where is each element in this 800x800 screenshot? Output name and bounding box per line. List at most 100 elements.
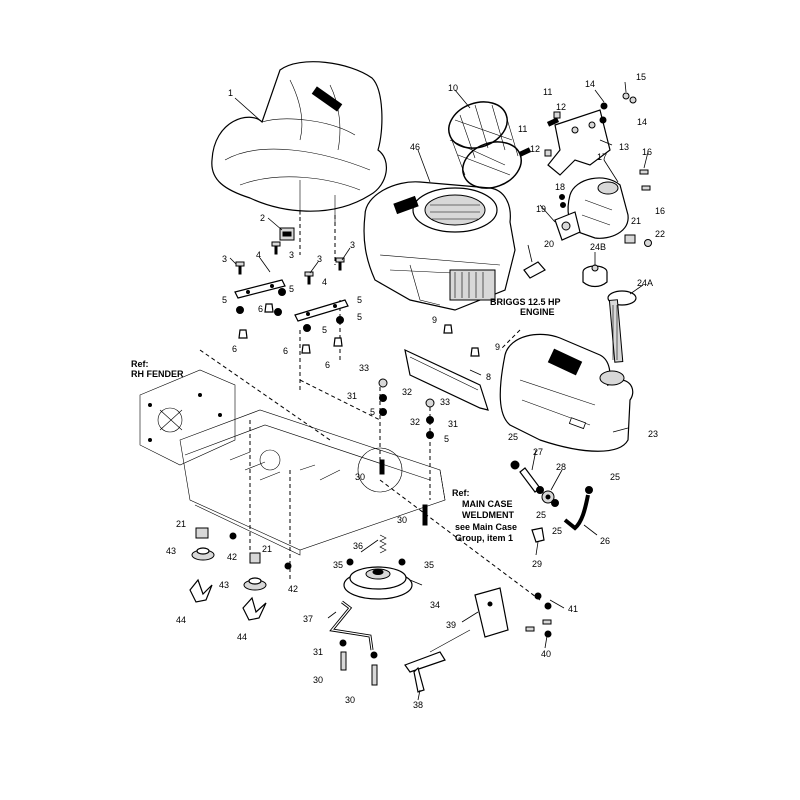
callout-30: 30 (345, 695, 355, 705)
fuel-tank-part (499, 333, 634, 452)
callout-44: 44 (176, 615, 186, 625)
callout-22: 22 (655, 229, 665, 239)
callout-32: 32 (402, 387, 412, 397)
callout-8: 8 (486, 372, 491, 382)
fuel-gauge-part (607, 290, 637, 363)
callout-3: 3 (317, 254, 322, 264)
callout-30: 30 (355, 472, 365, 482)
heat-shield-part (404, 348, 489, 411)
callout-5: 5 (357, 295, 362, 305)
rh-fender-part (139, 369, 236, 466)
callout-29: 29 (532, 559, 542, 569)
spring-part (379, 534, 387, 554)
fuel-line-parts (510, 460, 593, 543)
callout-1: 1 (228, 88, 233, 98)
callout-13: 13 (619, 142, 629, 152)
engine-hardware (518, 92, 652, 279)
callout-33: 33 (440, 397, 450, 407)
engine-note-line2: ENGINE (520, 307, 555, 317)
callout-27: 27 (533, 447, 543, 457)
seat-bracket-left (234, 279, 286, 299)
main-case-note-line4: see Main Case (455, 522, 517, 532)
callout-9: 9 (495, 342, 500, 352)
main-case-note-line1: Ref: (452, 488, 470, 498)
lever-part (404, 629, 471, 693)
callout-43: 43 (219, 580, 229, 590)
callout-5: 5 (222, 295, 227, 305)
callout-30: 30 (313, 675, 323, 685)
bolt-3d (335, 257, 345, 271)
callout-44: 44 (237, 632, 247, 642)
callout-24a: 24A (637, 278, 653, 288)
callout-25: 25 (508, 432, 518, 442)
callout-16: 16 (642, 147, 652, 157)
leader-lines (229, 81, 649, 701)
main-case-weldment-part (179, 409, 446, 556)
engine-guard-part (448, 101, 522, 189)
callout-23: 23 (648, 429, 658, 439)
main-case-note-line3: WELDMENT (462, 510, 514, 520)
callout-12: 12 (556, 102, 566, 112)
callout-3: 3 (289, 250, 294, 260)
callout-14: 14 (585, 79, 595, 89)
fuel-cap-part (582, 264, 608, 288)
callout-37: 37 (303, 614, 313, 624)
callout-38: 38 (413, 700, 423, 710)
callout-41: 41 (568, 604, 578, 614)
bracket-39 (474, 587, 509, 638)
callout-32: 32 (410, 417, 420, 427)
bracket-part (547, 109, 611, 176)
callout-35: 35 (424, 560, 434, 570)
callout-25: 25 (610, 472, 620, 482)
callout-40: 40 (541, 649, 551, 659)
callout-39: 39 (446, 620, 456, 630)
rh-fender-note-line1: Ref: (131, 359, 149, 369)
callout-6: 6 (232, 344, 237, 354)
rh-fender-note: Ref: RH FENDER (131, 359, 184, 379)
callout-36: 36 (353, 541, 363, 551)
callout-5: 5 (370, 407, 375, 417)
callout-33: 33 (359, 363, 369, 373)
rh-fender-note-line2: RH FENDER (131, 369, 184, 379)
callout-9: 9 (432, 315, 437, 325)
callout-5: 5 (322, 325, 327, 335)
bolts-30 (339, 639, 378, 686)
callout-11: 11 (543, 87, 552, 97)
bolt-3a (235, 261, 245, 275)
callout-5: 5 (357, 312, 362, 322)
main-case-note-line2: MAIN CASE (462, 499, 513, 509)
caster-parts (189, 527, 292, 621)
seat-bracket-right (294, 299, 349, 322)
rod-part (329, 600, 374, 651)
callout-31: 31 (313, 647, 323, 657)
callout-35: 35 (333, 560, 343, 570)
callout-numbers: 1 2 3 3 3 3 4 4 5 5 5 5 5 5 5 6 6 6 6 8 … (166, 72, 665, 710)
callout-15: 15 (636, 72, 646, 82)
callout-31: 31 (347, 391, 357, 401)
engine-note-line1: BRIGGS 12.5 HP (490, 297, 561, 307)
callout-34: 34 (430, 600, 440, 610)
callout-21: 21 (176, 519, 186, 529)
callout-10: 10 (448, 83, 458, 93)
callout-21: 21 (631, 216, 641, 226)
callout-5: 5 (289, 284, 294, 294)
bolts-40-41 (525, 592, 552, 638)
callout-16: 16 (655, 206, 665, 216)
hardware-small (236, 288, 480, 526)
callout-3: 3 (222, 254, 227, 264)
main-case-note: Ref: MAIN CASE WELDMENT see Main Case Gr… (452, 488, 517, 543)
callout-4: 4 (256, 250, 261, 260)
callout-24b: 24B (590, 242, 606, 252)
callout-18: 18 (555, 182, 565, 192)
seat-switch-part (279, 227, 295, 241)
callout-2: 2 (260, 213, 265, 223)
callout-43: 43 (166, 546, 176, 556)
callout-21: 21 (262, 544, 272, 554)
seat-part (211, 61, 387, 225)
callout-25: 25 (552, 526, 562, 536)
callout-17: 17 (597, 152, 607, 162)
callout-6: 6 (283, 346, 288, 356)
bolt-3c (304, 271, 314, 285)
callout-30: 30 (397, 515, 407, 525)
